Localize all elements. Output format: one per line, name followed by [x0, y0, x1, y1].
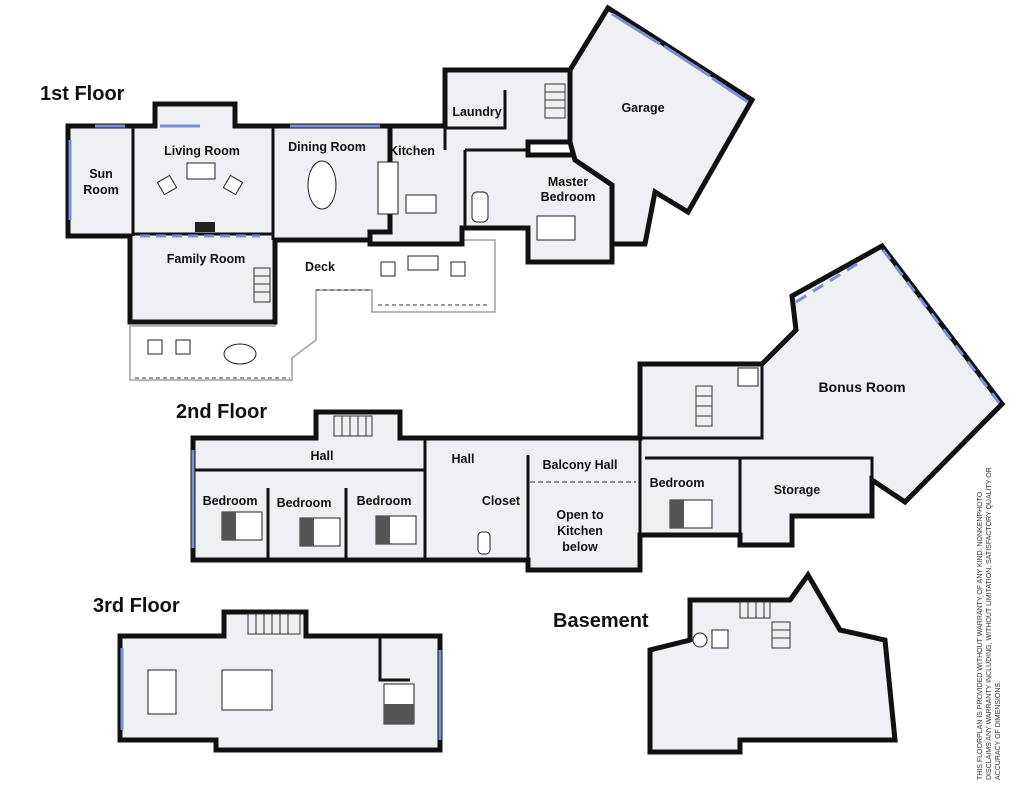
basement-walls — [647, 570, 898, 755]
room-label-bedroom-1: Bedroom — [203, 494, 258, 508]
bed-cover-icon — [222, 512, 236, 540]
fireplace-icon — [195, 222, 215, 232]
stairs-icon — [333, 415, 373, 437]
basement-title: Basement — [553, 610, 649, 632]
room-label-open-kitchen: Kitchen — [557, 524, 603, 538]
stairs-icon — [771, 621, 791, 649]
disclaimer: THIS FLOORPLAN IS PROVIDED WITHOUT WARRA… — [977, 467, 1002, 780]
room-label-open-to: Open to — [556, 508, 604, 522]
kitchen-counter-icon — [377, 161, 399, 215]
bathtub-icon — [471, 191, 489, 223]
bed-cover-icon — [376, 516, 390, 544]
first-floor: 1st Floor — [40, 4, 756, 381]
second-floor-title: 2nd Floor — [176, 401, 267, 423]
bathtub-icon — [737, 367, 759, 387]
basement: Basement — [553, 570, 898, 755]
patio-table-icon — [223, 343, 257, 365]
bed-cover-icon — [670, 500, 684, 528]
room-label-garage: Garage — [621, 101, 664, 115]
furnace-icon — [711, 629, 729, 649]
armchair-icon — [450, 261, 466, 277]
room-label-master: Master — [548, 175, 588, 189]
second-floor-walls — [190, 242, 1006, 573]
bed-icon — [536, 215, 576, 241]
room-label-bedroom-4: Bedroom — [650, 476, 705, 490]
sofa-icon — [186, 162, 216, 180]
disclaimer-line-2: DISCLAIMS ANY WARRANTY INCLUDING, WITHOU… — [986, 467, 993, 780]
stairs-icon — [247, 613, 301, 635]
room-label-master-2: Bedroom — [541, 190, 596, 204]
room-label-bonus: Bonus Room — [818, 379, 905, 395]
room-label-sun: Sun — [89, 167, 113, 181]
room-label-deck: Deck — [305, 260, 335, 274]
room-label-closet: Closet — [482, 494, 521, 508]
room-label-living: Living Room — [164, 144, 240, 158]
room-label-bedroom-2: Bedroom — [277, 496, 332, 510]
stairs-icon — [695, 385, 713, 427]
kitchen-island-icon — [405, 194, 437, 214]
disclaimer-line-3: ACCURACY OF DIMENSIONS. — [995, 681, 1002, 780]
first-floor-title: 1st Floor — [40, 83, 125, 105]
stairs-icon — [739, 601, 771, 619]
armchair-icon — [222, 174, 244, 196]
third-floor: 3rd Floor — [93, 595, 443, 753]
room-label-open-below: below — [562, 540, 598, 554]
room-label-bedroom-3: Bedroom — [357, 494, 412, 508]
third-floor-walls — [117, 609, 443, 753]
armchair-icon — [175, 339, 191, 355]
third-floor-title: 3rd Floor — [93, 595, 180, 617]
sofa-icon — [407, 255, 439, 271]
room-label-sun-2: Room — [83, 183, 118, 197]
stairs-icon — [544, 83, 566, 119]
stairs-icon — [253, 267, 271, 303]
disclaimer-line-1: THIS FLOORPLAN IS PROVIDED WITHOUT WARRA… — [977, 491, 984, 780]
bed-cover-icon — [300, 518, 314, 546]
armchair-icon — [147, 339, 163, 355]
second-floor: 2nd Floor Bonus Room Hall Hall Balc — [176, 242, 1006, 573]
room-label-balcony: Balcony Hall — [542, 458, 617, 472]
pool-table-icon — [221, 669, 273, 711]
room-label-storage: Storage — [774, 483, 821, 497]
dining-table-icon — [307, 160, 337, 210]
room-label-family: Family Room — [167, 252, 246, 266]
room-label-dining: Dining Room — [288, 140, 366, 154]
water-heater-icon — [692, 632, 708, 648]
bathtub-icon — [477, 531, 491, 555]
room-label-kitchen: Kitchen — [389, 144, 435, 158]
armchair-icon — [380, 261, 396, 277]
garage-walls — [567, 4, 756, 247]
room-label-hall-2: Hall — [452, 452, 475, 466]
room-label-laundry: Laundry — [452, 105, 501, 119]
room-label-hall-1: Hall — [311, 449, 334, 463]
bed-cover-icon — [384, 704, 414, 724]
armchair-icon — [156, 174, 178, 196]
foosball-table-icon — [147, 669, 177, 715]
